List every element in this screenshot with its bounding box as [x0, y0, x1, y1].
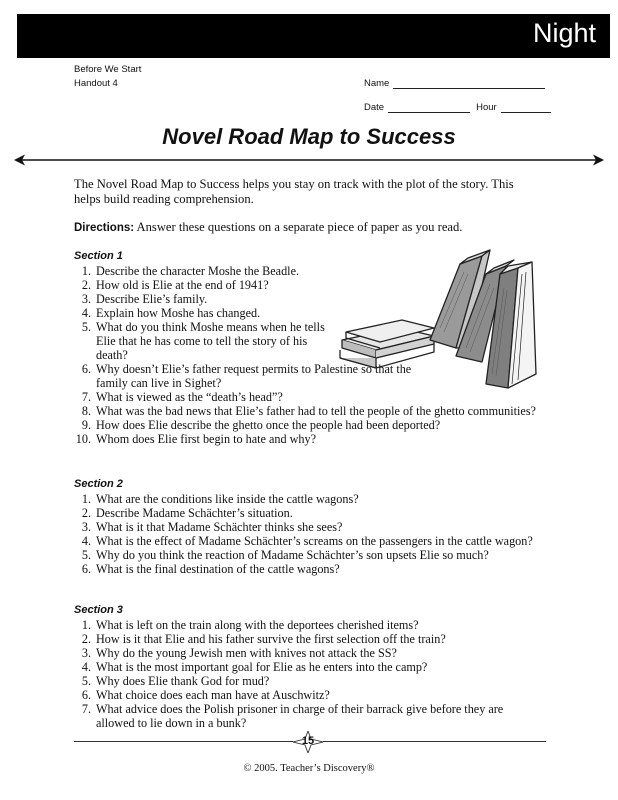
question-text: Describe Elie’s family.: [96, 292, 208, 306]
intro-paragraph: The Novel Road Map to Success helps you …: [74, 177, 514, 206]
double-arrow-icon: [14, 154, 604, 166]
date-field[interactable]: Date Hour: [364, 102, 551, 113]
copyright: © 2005. Teacher’s Discovery®: [243, 763, 375, 774]
section-1: Section 1 1. Describe the character Moshe…: [74, 249, 554, 446]
header-bar: Night: [17, 14, 610, 58]
question-number: 7.: [81, 390, 91, 404]
question-number: 5.: [81, 674, 91, 688]
section-heading: Section 2: [74, 478, 123, 490]
question-number: 3.: [81, 292, 91, 306]
question-item: 1. Describe the character Moshe the Beadl…: [74, 264, 554, 278]
question-item: 7. What advice does the Polish prisoner i…: [74, 702, 544, 730]
question-item: 5. Why does Elie thank God for mud?: [74, 674, 544, 688]
question-item: 7. What is viewed as the “death’s head”?: [74, 390, 554, 404]
question-item: 6. Why doesn’t Elie’s father request perm…: [74, 362, 554, 390]
question-number: 9.: [81, 418, 91, 432]
question-number: 4.: [81, 534, 91, 548]
question-text: What is viewed as the “death’s head”?: [96, 390, 283, 404]
question-number: 6.: [81, 562, 91, 576]
compass-star-icon: [293, 731, 323, 753]
handout-meta: Before We Start Handout 4: [74, 63, 141, 91]
question-item: 4. What is the most important goal for El…: [74, 660, 544, 674]
question-number: 3.: [81, 646, 91, 660]
hour-label: Hour: [476, 102, 497, 113]
question-number: 1.: [81, 618, 91, 632]
section-heading: Section 3: [74, 604, 123, 616]
question-text: What is the final destination of the cat…: [96, 562, 340, 576]
question-item: 1. What are the conditions like inside th…: [74, 492, 544, 506]
question-item: 4. Explain how Moshe has changed.: [74, 306, 554, 320]
section-heading: Section 1: [74, 250, 123, 262]
question-number: 2.: [81, 632, 91, 646]
question-text: What is the most important goal for Elie…: [96, 660, 428, 674]
section-2: Section 2 1. What are the conditions like…: [74, 477, 544, 576]
book-title: Night: [532, 18, 596, 48]
question-item: 3. Describe Elie’s family.: [74, 292, 554, 306]
question-number: 2.: [81, 506, 91, 520]
question-number: 4.: [81, 306, 91, 320]
question-text: Explain how Moshe has changed.: [96, 306, 261, 320]
question-item: 5. What do you think Moshe means when he …: [74, 320, 554, 362]
question-text: Why does Elie thank God for mud?: [96, 674, 270, 688]
question-text: Why do you think the reaction of Madame …: [96, 548, 489, 562]
question-number: 1.: [81, 264, 91, 278]
section-3: Section 3 1. What is left on the train al…: [74, 603, 544, 730]
page-number: 15: [301, 735, 315, 747]
question-text: Describe the character Moshe the Beadle.: [96, 264, 300, 278]
question-number: 6.: [81, 688, 91, 702]
question-item: 8. What was the bad news that Elie’s fath…: [74, 404, 554, 418]
question-number: 5.: [81, 548, 91, 562]
question-text: How does Elie describe the ghetto once t…: [96, 418, 441, 432]
meta-line-2: Handout 4: [74, 78, 118, 89]
question-item: 2. How old is Elie at the end of 1941?: [74, 278, 554, 292]
question-text: What was the bad news that Elie’s father…: [96, 404, 536, 418]
question-number: 2.: [81, 278, 91, 292]
question-number: 8.: [81, 404, 91, 418]
question-item: 3. Why do the young Jewish men with knive…: [74, 646, 544, 660]
question-text: Why doesn’t Elie’s father request permit…: [96, 362, 412, 390]
question-number: 7.: [81, 702, 91, 716]
question-text: Whom does Elie first begin to hate and w…: [96, 432, 316, 446]
name-label: Name: [364, 78, 390, 89]
question-item: 4. What is the effect of Madame Schächter…: [74, 534, 544, 548]
question-item: 3. What is it that Madame Schächter think…: [74, 520, 544, 534]
question-text: Why do the young Jewish men with knives …: [96, 646, 397, 660]
question-text: What are the conditions like inside the …: [96, 492, 359, 506]
books-illustration: [339, 249, 537, 389]
name-field[interactable]: Name: [364, 78, 546, 89]
question-item: 9. How does Elie describe the ghetto once…: [74, 418, 554, 432]
question-item: 6. What choice does each man have at Ausc…: [74, 688, 544, 702]
question-item: 5. Why do you think the reaction of Madam…: [74, 548, 544, 562]
question-number: 5.: [81, 320, 91, 334]
directions: Directions: Answer these questions on a …: [74, 220, 554, 236]
hour-line[interactable]: [500, 102, 551, 113]
question-text: What choice does each man have at Auschw…: [96, 688, 330, 702]
question-text: What is left on the train along with the…: [96, 618, 419, 632]
question-text: What advice does the Polish prisoner in …: [96, 702, 504, 730]
question-item: 10. Whom does Elie first begin to hate an…: [74, 432, 554, 446]
page-title: Novel Road Map to Success: [162, 124, 456, 149]
date-line[interactable]: [388, 102, 471, 113]
question-text: What is the effect of Madame Schächter’s…: [96, 534, 533, 548]
question-text: What is it that Madame Schächter thinks …: [96, 520, 343, 534]
question-number: 10.: [75, 432, 91, 446]
question-text: How old is Elie at the end of 1941?: [96, 278, 269, 292]
question-text: What do you think Moshe means when he te…: [96, 320, 325, 362]
question-number: 6.: [81, 362, 91, 376]
date-label: Date: [364, 102, 385, 113]
question-item: 2. Describe Madame Schächter’s situation.: [74, 506, 544, 520]
question-number: 1.: [81, 492, 91, 506]
directions-text: Answer these questions on a separate pie…: [134, 220, 463, 234]
directions-label: Directions:: [74, 222, 135, 234]
question-number: 4.: [81, 660, 91, 674]
meta-line-1: Before We Start: [74, 64, 142, 75]
question-number: 3.: [81, 520, 91, 534]
question-text: How is it that Elie and his father survi…: [96, 632, 446, 646]
question-item: 6. What is the final destination of the c…: [74, 562, 544, 576]
question-item: 2. How is it that Elie and his father sur…: [74, 632, 544, 646]
question-text: Describe Madame Schächter’s situation.: [96, 506, 293, 520]
question-item: 1. What is left on the train along with t…: [74, 618, 544, 632]
name-line[interactable]: [393, 78, 546, 89]
